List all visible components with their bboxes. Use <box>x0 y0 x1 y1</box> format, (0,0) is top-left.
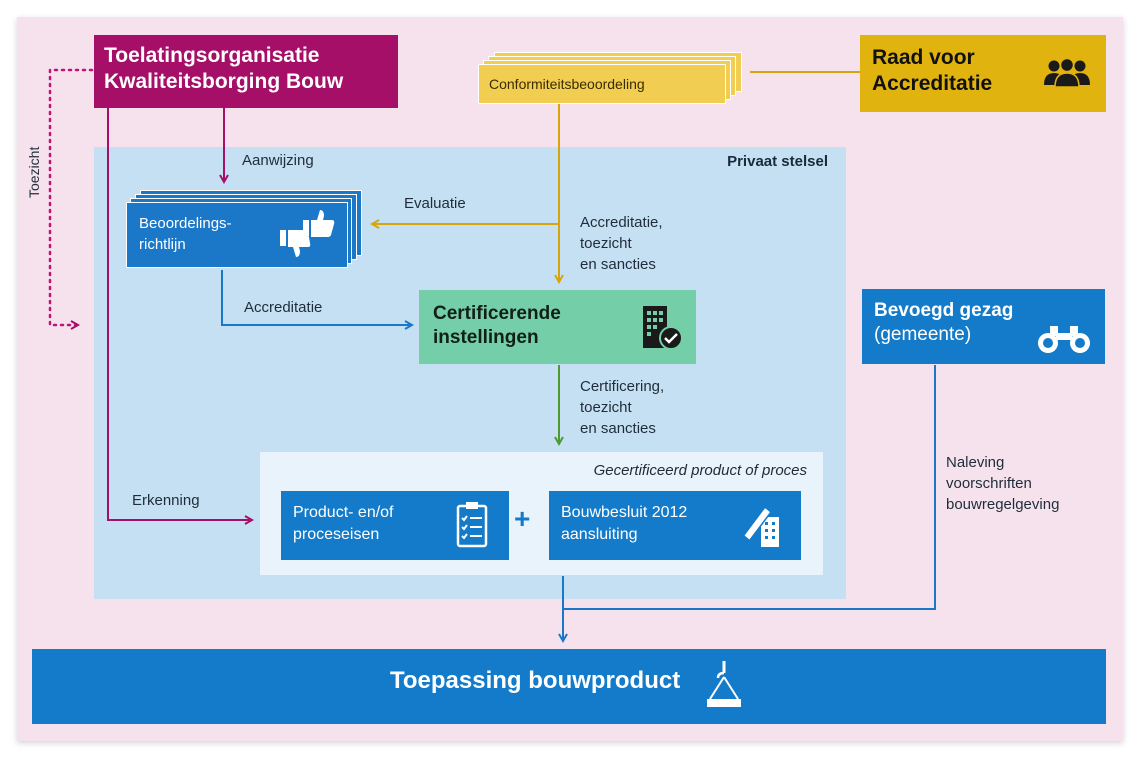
product-line2: proceseisen <box>293 526 380 543</box>
thumbs-icon <box>280 210 335 257</box>
certificerend-line2: instellingen <box>433 327 539 348</box>
naleving-line2: voorschriften <box>946 475 1032 492</box>
certificering-line3: en sancties <box>580 420 656 437</box>
accreditatie-toezicht-line3: en sancties <box>580 256 656 273</box>
bouwbesluit-box: Bouwbesluit 2012 aansluiting <box>549 491 801 560</box>
beoordeling-line2: richtlijn <box>139 236 186 253</box>
product-proceseisen-box: Product- en/of proceseisen <box>281 491 509 560</box>
privaat-stelsel-title: Privaat stelsel <box>727 153 828 170</box>
toezicht-dotted-line <box>48 68 94 325</box>
gecertificeerd-title: Gecertificeerd product of proces <box>593 462 807 479</box>
raad-line1: Raad voor <box>872 46 975 69</box>
accreditatie-toezicht-line1: Accreditatie, <box>580 214 663 231</box>
conformiteitsbeoordeling-box: Conformiteitsbeoordeling <box>478 64 726 104</box>
toelatingsorganisatie-line1: Toelatingsorganisatie <box>104 44 320 67</box>
naleving-line <box>563 365 936 610</box>
naleving-label: Naleving voorschriften bouwregelgeving <box>946 452 1059 515</box>
beoordeling-line1: Beoordelings- <box>139 215 232 232</box>
evaluatie-label: Evaluatie <box>404 195 466 212</box>
toepassing-bouwproduct-box: Toepassing bouwproduct <box>32 649 1106 724</box>
binoculars-icon <box>1038 326 1090 353</box>
bouwbesluit-line1: Bouwbesluit 2012 <box>561 504 688 521</box>
aanwijzing-label: Aanwijzing <box>242 152 314 169</box>
certificering-line1: Certificering, <box>580 378 665 395</box>
raad-voor-accreditatie-box: Raad voor Accreditatie <box>860 35 1106 112</box>
bevoegd-line1: Bevoegd gezag <box>874 300 1014 321</box>
accreditatie-label: Accreditatie <box>244 299 323 316</box>
pencil-building-icon <box>739 505 779 547</box>
accreditatie-toezicht-line2: toezicht <box>580 235 632 252</box>
naleving-line3: bouwregelgeving <box>946 496 1060 513</box>
toezicht-label: Toezicht <box>26 146 42 198</box>
certificerende-instellingen-box: Certificerende instellingen <box>419 290 696 364</box>
plus-sign: + <box>514 503 531 534</box>
raad-line2: Accreditatie <box>872 72 993 95</box>
beoordelingsrichtlijn-stack: Beoordelings- richtlijn <box>126 190 366 268</box>
crane-load-icon <box>707 661 741 707</box>
bevoegd-line2: (gemeente) <box>874 324 972 345</box>
naleving-line1: Naleving <box>946 454 1005 471</box>
checklist-icon <box>456 502 488 548</box>
conformiteitsbeoordeling-stack: Conformiteitsbeoordeling <box>478 52 748 104</box>
bouwbesluit-line2: aansluiting <box>561 526 638 543</box>
certificerend-line1: Certificerende <box>433 303 561 324</box>
product-line1: Product- en/of <box>293 504 394 521</box>
certificering-line2: toezicht <box>580 399 632 416</box>
erkenning-label: Erkenning <box>132 492 200 509</box>
accreditatie-arrow <box>221 270 412 325</box>
toepassing-label: Toepassing bouwproduct <box>390 667 681 694</box>
certificering-label: Certificering, toezicht en sancties <box>580 376 664 439</box>
bevoegd-gezag-box: Bevoegd gezag (gemeente) <box>862 289 1105 364</box>
building-check-icon <box>643 306 683 350</box>
accreditatie-toezicht-label: Accreditatie, toezicht en sancties <box>580 212 663 275</box>
erkenning-arrow <box>107 108 252 520</box>
people-icon <box>1044 57 1090 88</box>
toelatingsorganisatie-line2: Kwaliteitsborging Bouw <box>104 70 344 93</box>
toelatingsorganisatie-box: Toelatingsorganisatie Kwaliteitsborging … <box>94 35 398 108</box>
